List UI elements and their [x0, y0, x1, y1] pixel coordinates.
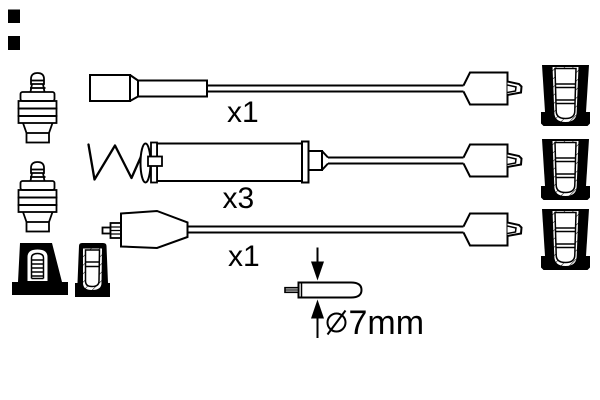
cable-wire: [207, 84, 464, 93]
spark-plug-boot-cutaway: [12, 243, 68, 295]
distributor-boot-middle: [540, 138, 591, 201]
cable-end-boot: [462, 71, 523, 106]
collar: [307, 150, 323, 171]
registration-mark-icon: [8, 36, 20, 50]
arrow-up-icon: [311, 299, 324, 319]
cable-neck: [137, 79, 208, 98]
boot-socket: [84, 249, 101, 288]
spark-plug-terminal-lower: [17, 161, 58, 233]
cable-terminal-sleeve: [89, 74, 131, 102]
cable-cross-section: [297, 281, 363, 299]
cable-middle-quantity-label: x3: [223, 182, 255, 215]
cable-bottom-quantity-label: x1: [228, 240, 260, 273]
registration-marks: [8, 9, 20, 50]
cable-middle: [87, 140, 523, 184]
diameter-dimension: [284, 247, 363, 338]
spark-plug-terminal-upper: [17, 72, 58, 144]
cable-wire: [328, 156, 464, 165]
connector-boot-cutaway: [75, 243, 110, 297]
cable-end-boot: [462, 212, 523, 247]
registration-mark-icon: [8, 9, 20, 23]
angled-boot: [120, 209, 189, 250]
cable-top: [89, 71, 523, 106]
cable-end-boot: [462, 143, 523, 178]
terminal-pin: [101, 226, 112, 235]
diameter-value-label: 7mm: [349, 304, 425, 342]
arrow-down-icon: [311, 261, 324, 281]
clamp: [147, 155, 163, 167]
terminal-inside-boot: [30, 252, 45, 280]
diameter-symbol-icon: [326, 309, 347, 336]
cable-bottom: [101, 209, 523, 250]
boot-window: [27, 249, 48, 281]
cable-top-quantity-label: x1: [227, 96, 259, 129]
distributor-boot-bottom: [540, 208, 591, 271]
cable-sheath-tube: [156, 142, 303, 182]
distributor-boot-top: [540, 64, 591, 127]
cable-wire: [187, 225, 464, 234]
